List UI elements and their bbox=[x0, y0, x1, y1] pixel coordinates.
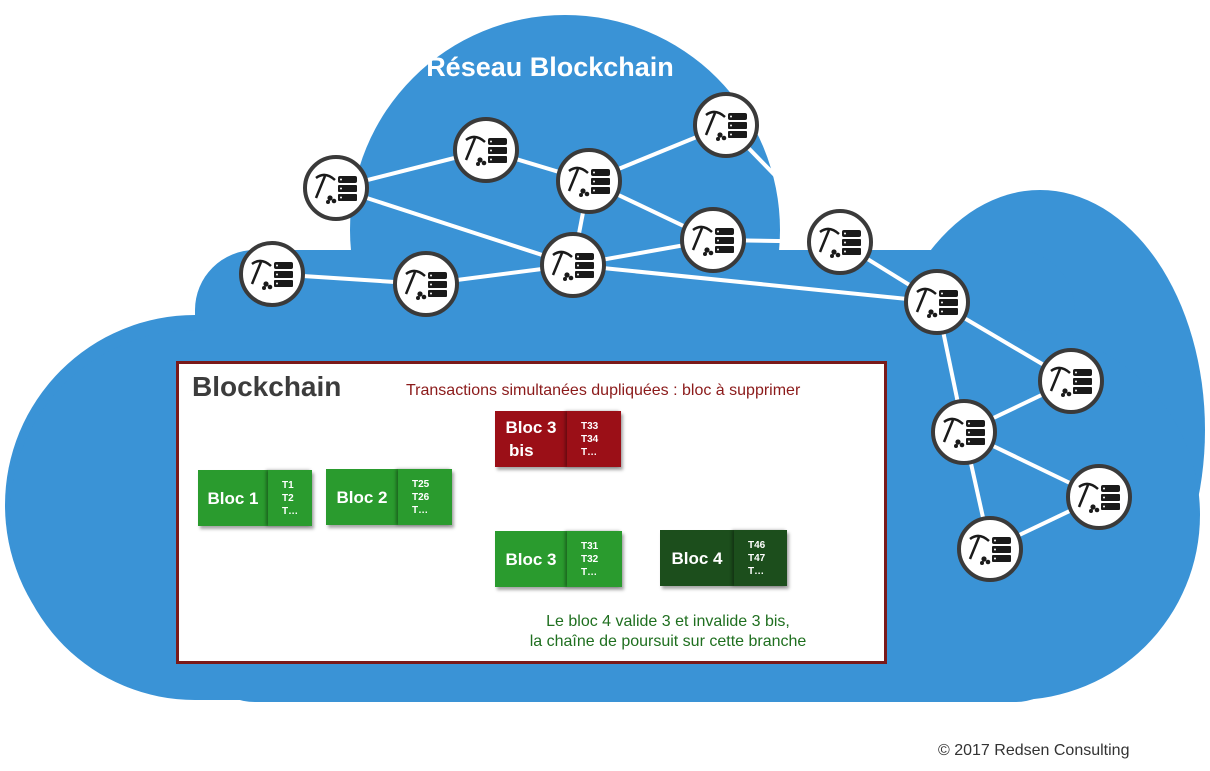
mining-node bbox=[904, 269, 970, 335]
transaction-id: T26 bbox=[412, 491, 430, 503]
block-3: Bloc 3 T31 T32 T… bbox=[495, 531, 622, 587]
pickaxe-icon bbox=[942, 417, 965, 448]
block-2-transactions: T25 T26 T… bbox=[398, 469, 452, 525]
network-link bbox=[572, 263, 938, 304]
transaction-id: T34 bbox=[581, 433, 599, 445]
mining-node bbox=[680, 207, 746, 273]
server-icon bbox=[1101, 485, 1120, 510]
block-3-bis-label-line1: Bloc 3 bbox=[505, 418, 557, 437]
block-3-bis-label-line2: bis bbox=[509, 441, 534, 460]
mining-node bbox=[239, 241, 305, 307]
transaction-id: T… bbox=[748, 565, 765, 577]
server-icon bbox=[842, 230, 861, 255]
transaction-id: T33 bbox=[581, 420, 599, 432]
transaction-id: T47 bbox=[748, 552, 766, 564]
pickaxe-icon bbox=[704, 110, 727, 141]
transaction-id: T2 bbox=[282, 492, 294, 504]
transaction-id: T32 bbox=[581, 553, 599, 565]
block-4-label: Bloc 4 bbox=[660, 530, 734, 586]
server-icon bbox=[591, 169, 610, 194]
pickaxe-icon bbox=[968, 534, 991, 565]
copyright: © 2017 Redsen Consulting bbox=[938, 742, 1130, 759]
transaction-id: T46 bbox=[748, 539, 766, 551]
transaction-id: T31 bbox=[581, 540, 599, 552]
server-icon bbox=[939, 290, 958, 315]
block-3-label: Bloc 3 bbox=[495, 531, 567, 587]
pickaxe-icon bbox=[691, 225, 714, 256]
pickaxe-icon bbox=[1049, 366, 1072, 397]
server-icon bbox=[992, 537, 1011, 562]
blockchain-title: Blockchain bbox=[192, 371, 342, 402]
server-icon bbox=[715, 228, 734, 253]
network-title: Réseau Blockchain bbox=[426, 52, 674, 82]
transaction-id: T… bbox=[412, 504, 429, 516]
server-icon bbox=[274, 262, 293, 287]
block-3-bis-transactions: T33 T34 T… bbox=[567, 411, 621, 467]
mining-node bbox=[693, 92, 759, 158]
mining-node bbox=[1066, 464, 1132, 530]
pickaxe-icon bbox=[567, 166, 590, 197]
duplicate-note: Transactions simultanées dupliquées : bl… bbox=[406, 382, 801, 399]
network-link bbox=[335, 186, 574, 267]
transaction-id: T… bbox=[282, 505, 299, 517]
pickaxe-icon bbox=[915, 287, 938, 318]
server-icon bbox=[728, 113, 747, 138]
server-icon bbox=[428, 272, 447, 297]
mining-node bbox=[931, 399, 997, 465]
mining-node bbox=[393, 251, 459, 317]
validation-note: Le bloc 4 valide 3 et invalide 3 bis, la… bbox=[488, 612, 848, 652]
mining-node bbox=[540, 232, 606, 298]
mining-node bbox=[807, 209, 873, 275]
mining-node bbox=[556, 148, 622, 214]
block-2-label: Bloc 2 bbox=[326, 469, 398, 525]
block-4-transactions: T46 T47 T… bbox=[734, 530, 787, 586]
block-1-transactions: T1 T2 T… bbox=[268, 470, 312, 526]
transaction-id: T25 bbox=[412, 478, 430, 490]
mining-node bbox=[1038, 348, 1104, 414]
server-icon bbox=[488, 138, 507, 163]
transaction-id: T… bbox=[581, 446, 598, 458]
pickaxe-icon bbox=[818, 227, 841, 258]
network-nodes bbox=[239, 92, 1132, 582]
block-4: Bloc 4 T46 T47 T… bbox=[660, 530, 787, 586]
transaction-id: T… bbox=[581, 566, 598, 578]
mining-node bbox=[303, 155, 369, 221]
pickaxe-icon bbox=[1077, 482, 1100, 513]
pickaxe-icon bbox=[404, 269, 427, 300]
mining-node bbox=[957, 516, 1023, 582]
block-3-transactions: T31 T32 T… bbox=[567, 531, 622, 587]
validation-note-line-2: la chaîne de poursuit sur cette branche bbox=[529, 633, 807, 650]
mining-node bbox=[453, 117, 519, 183]
pickaxe-icon bbox=[250, 259, 273, 290]
block-1: Bloc 1 T1 T2 T… bbox=[198, 470, 312, 526]
transaction-id: T1 bbox=[282, 479, 294, 491]
block-3-bis-label: Bloc 3 bis bbox=[495, 411, 567, 467]
server-icon bbox=[966, 420, 985, 445]
pickaxe-icon bbox=[314, 173, 337, 204]
validation-note-line-1: Le bloc 4 valide 3 et invalide 3 bis, bbox=[546, 613, 790, 630]
pickaxe-icon bbox=[551, 250, 574, 281]
block-2: Bloc 2 T25 T26 T… bbox=[326, 469, 452, 525]
pickaxe-icon bbox=[464, 135, 487, 166]
server-icon bbox=[338, 176, 357, 201]
block-3-bis: Bloc 3 bis T33 T34 T… bbox=[495, 411, 621, 467]
server-icon bbox=[1073, 369, 1092, 394]
block-1-label: Bloc 1 bbox=[198, 470, 268, 526]
server-icon bbox=[575, 253, 594, 278]
